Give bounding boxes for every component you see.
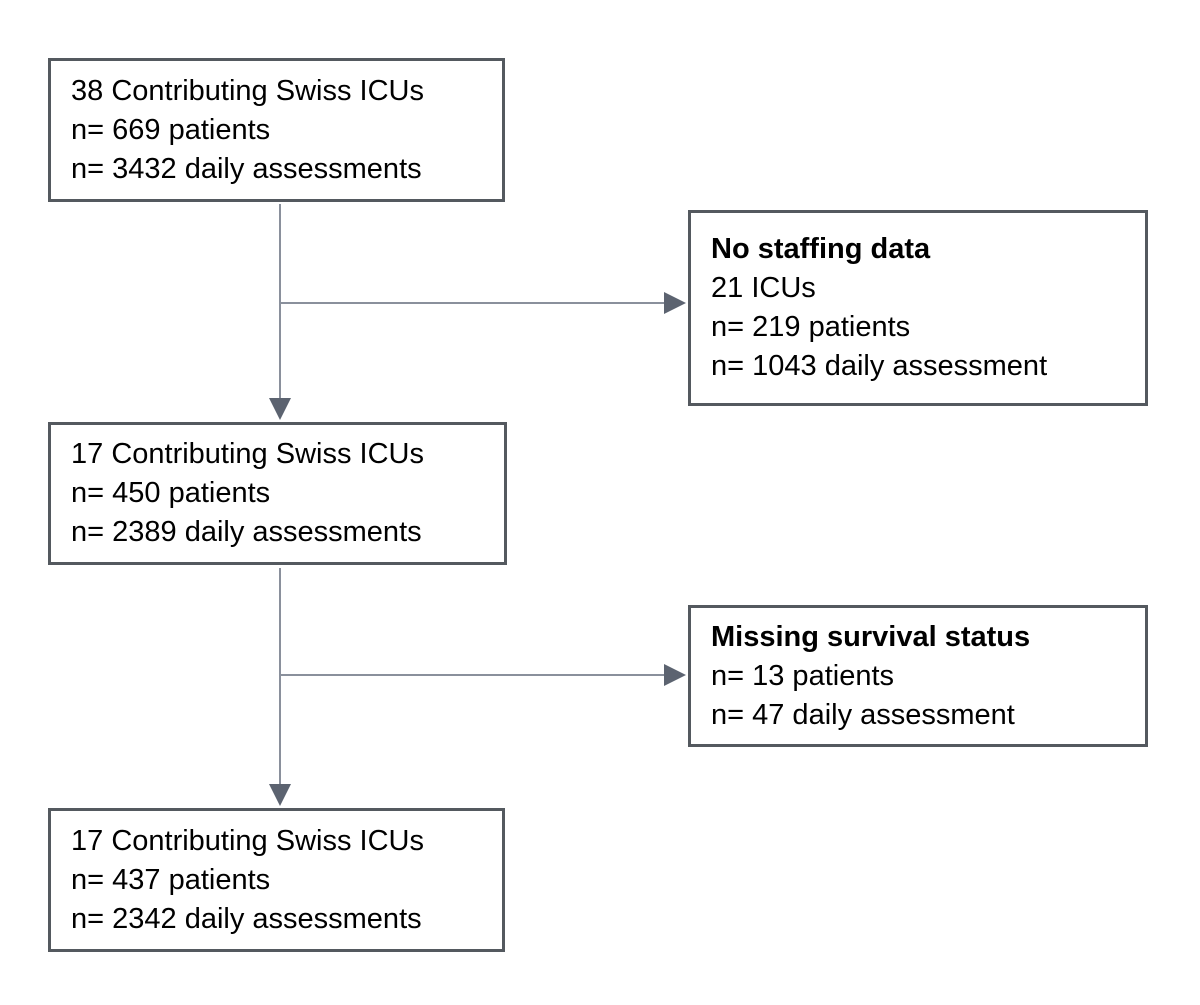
box-final-cohort: 17 Contributing Swiss ICUs n= 437 patien…: [48, 808, 505, 952]
box-initial-cohort: 38 Contributing Swiss ICUs n= 669 patien…: [48, 58, 505, 202]
connector-branch-to-missing-survival: [280, 664, 686, 686]
box-line: n= 450 patients: [71, 477, 271, 509]
connector-branch-to-no-staffing: [280, 292, 686, 314]
box-cohort-after-staffing-exclusion: 17 Contributing Swiss ICUs n= 450 patien…: [48, 422, 507, 565]
box-line: n= 47 daily assessment: [711, 698, 1015, 731]
box-line: n= 13 patients: [711, 659, 895, 692]
box-line: 17 Contributing Swiss ICUs: [71, 824, 424, 857]
box-line: n= 2342 daily assessments: [71, 902, 422, 935]
box-excluded-no-staffing-data: No staffing data 21 ICUs n= 219 patients…: [688, 210, 1148, 406]
box-title: No staffing data: [711, 233, 931, 265]
arrow-down-icon: [269, 784, 291, 806]
arrow-down-icon: [269, 398, 291, 420]
box-line: n= 219 patients: [711, 311, 911, 343]
connector-initial-to-after-staffing: [269, 204, 291, 420]
box-title: Missing survival status: [711, 620, 1031, 653]
arrow-right-icon: [664, 292, 686, 314]
box-line: 17 Contributing Swiss ICUs: [71, 438, 424, 470]
box-line: 21 ICUs: [711, 272, 816, 304]
box-line: 38 Contributing Swiss ICUs: [71, 74, 424, 107]
box-line: n= 437 patients: [71, 863, 271, 896]
box-excluded-missing-survival-status: Missing survival status n= 13 patients n…: [688, 605, 1148, 747]
box-line: n= 2389 daily assessments: [71, 516, 422, 548]
arrow-right-icon: [664, 664, 686, 686]
box-line: n= 669 patients: [71, 113, 271, 146]
connector-after-staffing-to-final: [269, 568, 291, 806]
box-line: n= 3432 daily assessments: [71, 152, 422, 185]
box-line: n= 1043 daily assessment: [711, 350, 1048, 382]
